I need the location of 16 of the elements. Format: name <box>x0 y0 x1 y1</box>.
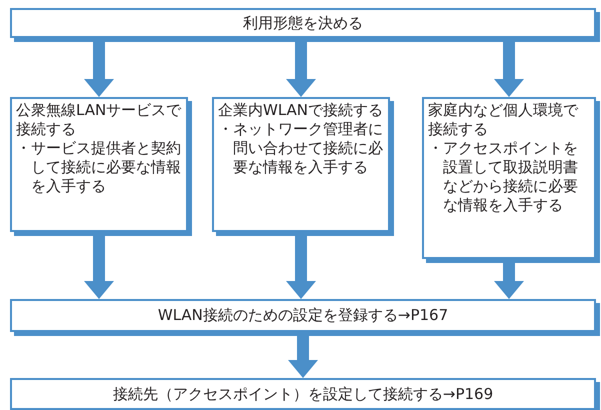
option-description: ・サービス提供者と契約して接続に必要な情報を入手する <box>16 139 182 196</box>
arrow <box>286 42 316 97</box>
arrow <box>494 42 524 97</box>
option-description: ・ネットワーク管理者に問い合わせて接続に必要な情報を入手する <box>218 120 384 177</box>
option-heading: 家庭内など個人環境で接続する <box>428 101 580 139</box>
option-heading: 企業内WLANで接続する <box>218 101 384 120</box>
option-description: ・アクセスポイントを設置して取扱説明書などから接続に必要な情報を入手する <box>428 139 579 215</box>
arrow <box>84 42 114 97</box>
step-text: 利用形態を決める <box>243 14 363 32</box>
option-heading: 公衆無線LANサービスで接続する <box>16 101 182 139</box>
step-text: 接続先（アクセスポイント）を設定して接続する→P169 <box>112 384 494 404</box>
arrow <box>494 263 524 299</box>
arrow <box>286 236 316 299</box>
arrow <box>288 336 318 378</box>
arrow <box>84 236 114 299</box>
step-text: WLAN接続のための設定を登録する→P167 <box>158 306 448 325</box>
